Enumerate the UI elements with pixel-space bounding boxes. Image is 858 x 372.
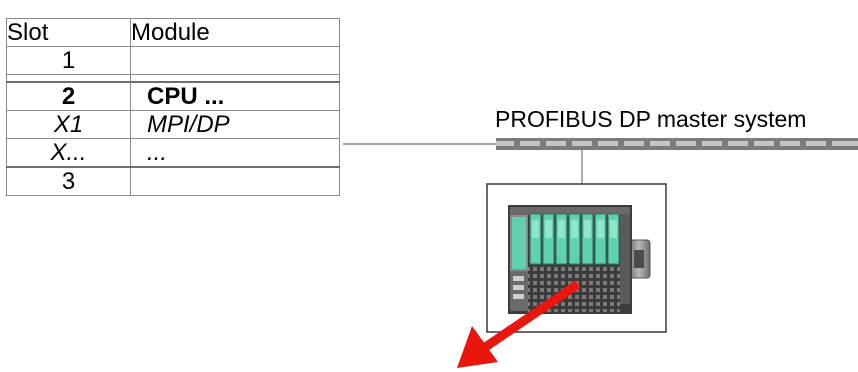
module-column-header: Module (130, 18, 340, 47)
io-module-icon (508, 205, 632, 314)
profibus-bus-line[interactable] (496, 138, 858, 150)
slot-cell: X... (6, 138, 131, 168)
module-cell (130, 166, 340, 196)
table-row[interactable]: 3 (6, 166, 340, 196)
slot-cell: X1 (6, 110, 131, 139)
table-row-interface[interactable]: X1 MPI/DP (6, 110, 340, 139)
table-row-cpu[interactable]: 2 CPU ... (6, 81, 340, 111)
table-row[interactable]: 1 (6, 46, 340, 75)
module-cell: MPI/DP (130, 110, 340, 139)
slot-column-header: Slot (6, 18, 131, 47)
table-gap (6, 74, 340, 82)
dp-slave-station[interactable] (486, 183, 667, 333)
slot-cell: 1 (6, 46, 131, 75)
module-cell: CPU ... (130, 81, 340, 111)
red-arrow-icon (457, 280, 581, 368)
slot-table: Slot Module 1 2 CPU ... X1 MPI/DP X... .… (6, 18, 340, 196)
module-cell (130, 46, 340, 75)
slot-cell: 2 (6, 81, 131, 111)
network-title: PROFIBUS DP master system (495, 106, 807, 132)
table-header: Slot Module (6, 18, 340, 47)
gap-cell (130, 74, 340, 82)
slot-cell: 3 (6, 166, 131, 196)
table-row-interface[interactable]: X... ... (6, 138, 340, 168)
